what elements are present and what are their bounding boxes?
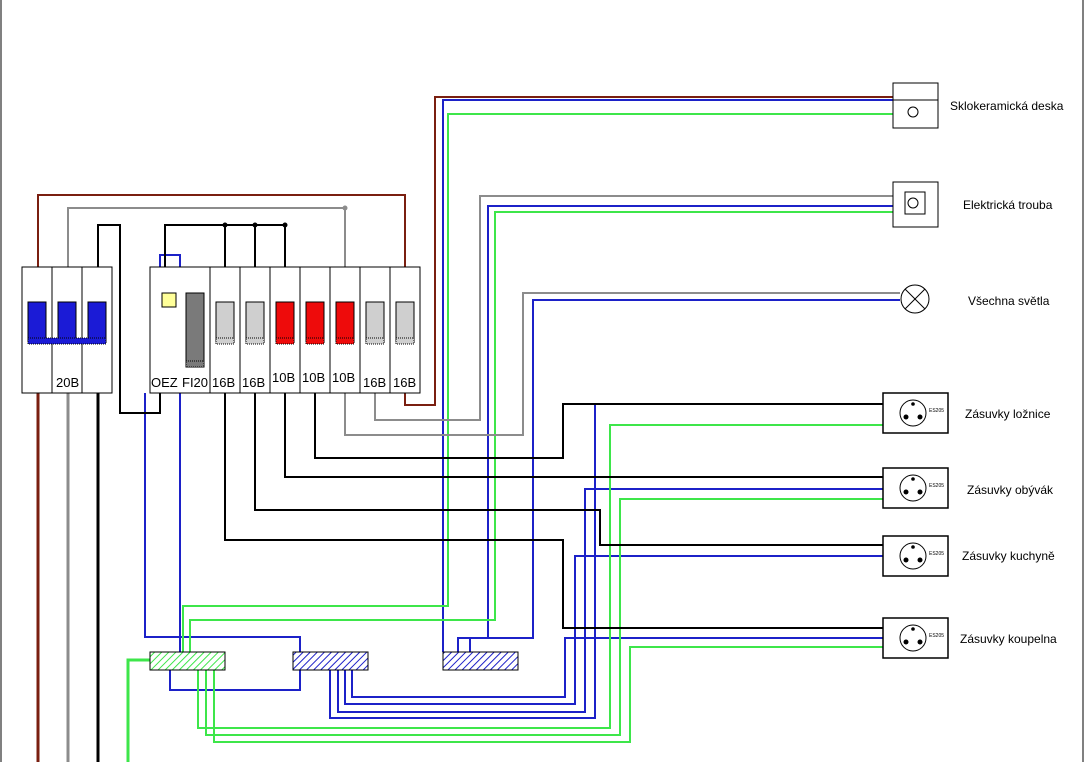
distribution-panel: OEZ FI20 16B 16B 10B 10B 10B 16B 16B (149, 266, 421, 394)
phase-wires (37, 96, 900, 629)
load-label: Zásuvky kuchyně (962, 549, 1055, 563)
rcd-lever (185, 292, 205, 368)
socket-icon (899, 474, 927, 502)
socket-code: ES205 (929, 551, 944, 557)
load-loznice: ES205 Zásuvky ložnice (882, 392, 1051, 434)
socket-code: ES205 (929, 408, 944, 414)
load-obyvak: ES205 Zásuvky obývák (882, 467, 1054, 509)
socket-code: ES205 (929, 633, 944, 639)
load-label: Zásuvky koupelna (960, 632, 1057, 646)
breaker-toggle (87, 301, 107, 343)
load-label: Elektrická trouba (963, 198, 1053, 212)
panel-label: 10B (302, 370, 325, 385)
socket-icon (899, 624, 927, 652)
socket-icon (899, 399, 927, 427)
incoming-supply-wires (36, 393, 150, 762)
breaker-toggle (57, 301, 77, 343)
outlet-icon (907, 106, 919, 118)
load-kuchyne: ES205 Zásuvky kuchyně (882, 535, 1055, 577)
breaker-toggle (215, 301, 235, 343)
earth-wires-green (182, 110, 914, 743)
load-label: Zásuvky obývák (967, 483, 1054, 497)
main-breaker-rating: 20B (56, 375, 79, 390)
neutral-terminal-block-1 (292, 651, 369, 671)
panel-label: 16B (363, 375, 386, 390)
load-deska: Sklokeramická deska (892, 82, 1064, 129)
breaker-toggle (245, 301, 265, 343)
socket-code: ES205 (929, 483, 944, 489)
breaker-toggle (27, 301, 47, 343)
breaker-toggle (395, 301, 415, 343)
load-svetla: Všechna světla (900, 284, 1050, 314)
outlet-icon (907, 197, 919, 209)
load-label: Všechna světla (968, 294, 1050, 308)
load-koupelna: ES205 Zásuvky koupelna (882, 617, 1057, 659)
panel-label: OEZ (151, 375, 178, 390)
breaker-toggle (365, 301, 385, 343)
load-label: Zásuvky ložnice (965, 407, 1051, 421)
panel-label: 10B (272, 370, 295, 385)
socket-icon (899, 542, 927, 570)
panel-label: FI20 (182, 375, 208, 390)
load-trouba: Elektrická trouba (892, 181, 1053, 228)
panel-label: 10B (332, 370, 355, 385)
main-breaker: 20B (21, 266, 113, 394)
toggle-bar (27, 337, 107, 345)
breaker-toggle (305, 301, 325, 343)
breaker-toggle (335, 301, 355, 343)
earth-terminal-block (149, 651, 226, 671)
load-label: Sklokeramická deska (950, 99, 1064, 113)
rcd-indicator (161, 292, 177, 308)
neutral-terminal-block-2 (442, 651, 519, 671)
junction-dots (222, 205, 348, 228)
panel-label: 16B (242, 375, 265, 390)
panel-label: 16B (212, 375, 235, 390)
panel-label: 16B (393, 375, 416, 390)
breaker-toggle (275, 301, 295, 343)
